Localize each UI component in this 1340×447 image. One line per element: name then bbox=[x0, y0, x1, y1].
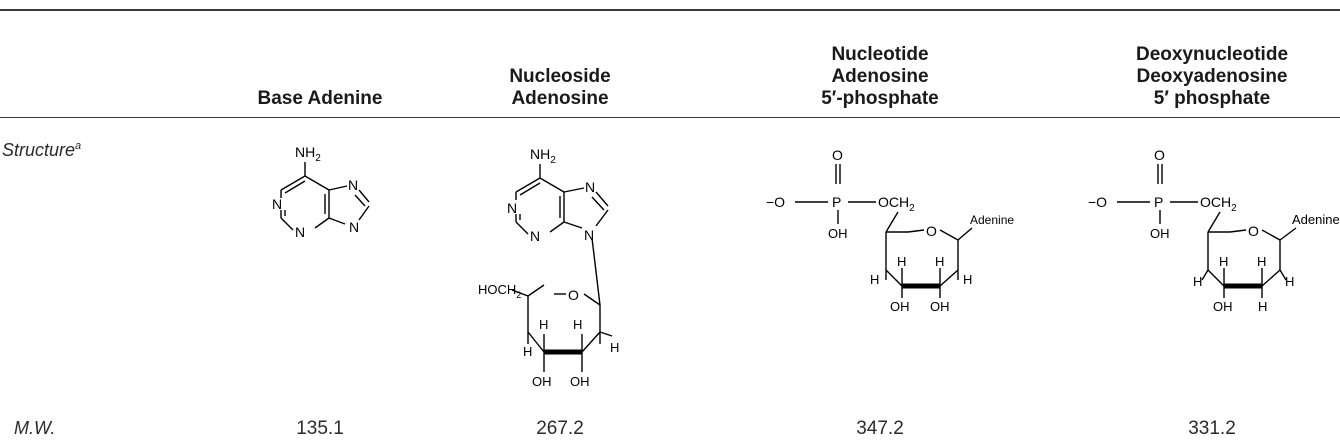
column-header-deoxynucleotide: Deoxynucleotide Deoxyadenosine 5′ phosph… bbox=[1092, 22, 1332, 110]
atom-label: H bbox=[1193, 274, 1202, 289]
atom-label: H bbox=[963, 272, 972, 287]
atom-label: H bbox=[935, 254, 944, 269]
column-header-base: Base Adenine bbox=[220, 22, 420, 110]
atom-label: Adenine bbox=[970, 213, 1014, 227]
mw-value-base: 135.1 bbox=[296, 418, 344, 439]
atom-label: H bbox=[1258, 299, 1267, 314]
mw-value-nucleoside: 267.2 bbox=[536, 418, 584, 439]
atom-label: P bbox=[1154, 194, 1163, 210]
atom-label: N bbox=[272, 196, 282, 212]
adenosine-structure: NH2 N N N N HOCH2 O H H H H OH OH bbox=[478, 146, 619, 389]
atom-label: −O bbox=[1088, 194, 1107, 210]
atom-label: H bbox=[610, 340, 619, 355]
footnote-marker: a bbox=[75, 140, 82, 152]
adenosine-5-phosphate-structure: O −O P OCH2 OH O Adenine H H H H OH OH bbox=[766, 147, 1014, 314]
atom-label: N bbox=[349, 219, 359, 235]
atom-label: N bbox=[295, 224, 305, 240]
mw-value-deoxynucleotide: 331.2 bbox=[1188, 418, 1236, 439]
atom-label: NH2 bbox=[295, 144, 321, 164]
header-line: 5′ phosphate bbox=[1153, 88, 1271, 109]
table-top-rule bbox=[0, 9, 1340, 11]
atom-label: OH bbox=[1213, 299, 1233, 314]
deoxyadenosine-5-phosphate-structure: O −O P OCH2 OH O Adenine H H H H OH H bbox=[1088, 147, 1340, 314]
header-rule bbox=[0, 117, 1340, 118]
atom-label: O bbox=[832, 147, 843, 163]
atom-label: O bbox=[568, 287, 579, 303]
atom-label: N bbox=[507, 200, 517, 216]
header-line: Adenosine bbox=[511, 88, 609, 109]
atom-label: O bbox=[1248, 223, 1259, 239]
atom-label: N bbox=[585, 179, 595, 195]
header-line: Adenosine bbox=[831, 66, 929, 87]
atom-label: O bbox=[1154, 147, 1165, 163]
atom-label: P bbox=[832, 194, 841, 210]
header-line: Base Adenine bbox=[257, 88, 383, 109]
structure-row-label: Structurea bbox=[2, 140, 81, 161]
mw-value-nucleotide: 347.2 bbox=[856, 418, 904, 439]
atom-label: HOCH2 bbox=[478, 282, 521, 300]
header-line: Nucleoside bbox=[509, 66, 611, 87]
atom-label: OH bbox=[930, 299, 950, 314]
atom-label: OH bbox=[890, 299, 910, 314]
header-line: Deoxyadenosine bbox=[1136, 66, 1288, 87]
header-line: Deoxynucleotide bbox=[1135, 44, 1289, 65]
atom-label: H bbox=[539, 317, 548, 332]
atom-label: OH bbox=[570, 374, 590, 389]
atom-label: H bbox=[1219, 254, 1228, 269]
header-line: 5′-phosphate bbox=[821, 88, 939, 109]
adenine-structure: NH2 N N N N bbox=[272, 144, 370, 240]
atom-label: H bbox=[573, 317, 582, 332]
atom-label: O bbox=[926, 223, 937, 239]
atom-label: H bbox=[897, 254, 906, 269]
atom-label: NH2 bbox=[530, 146, 556, 166]
atom-label: H bbox=[1257, 254, 1266, 269]
atom-label: N bbox=[584, 227, 594, 243]
atom-label: Adenine bbox=[1292, 212, 1340, 227]
atom-label: −O bbox=[766, 194, 785, 210]
atom-label: H bbox=[1285, 274, 1294, 289]
header-line: Nucleotide bbox=[831, 44, 929, 65]
column-header-nucleotide: Nucleotide Adenosine 5′-phosphate bbox=[770, 22, 990, 110]
atom-label: OCH2 bbox=[878, 194, 915, 214]
atom-label: OCH2 bbox=[1200, 194, 1237, 214]
atom-label: H bbox=[870, 272, 879, 287]
atom-label: N bbox=[530, 228, 540, 244]
structure-label-text: Structure bbox=[2, 140, 76, 160]
atom-label: OH bbox=[532, 374, 552, 389]
atom-label: H bbox=[523, 344, 532, 359]
atom-label: OH bbox=[828, 226, 848, 241]
mw-label-text: M.W. bbox=[14, 418, 56, 438]
mw-row-label: M.W. bbox=[14, 418, 55, 439]
column-header-nucleoside: Nucleoside Adenosine bbox=[460, 22, 660, 110]
atom-label: OH bbox=[1150, 226, 1170, 241]
atom-label: N bbox=[348, 177, 358, 193]
